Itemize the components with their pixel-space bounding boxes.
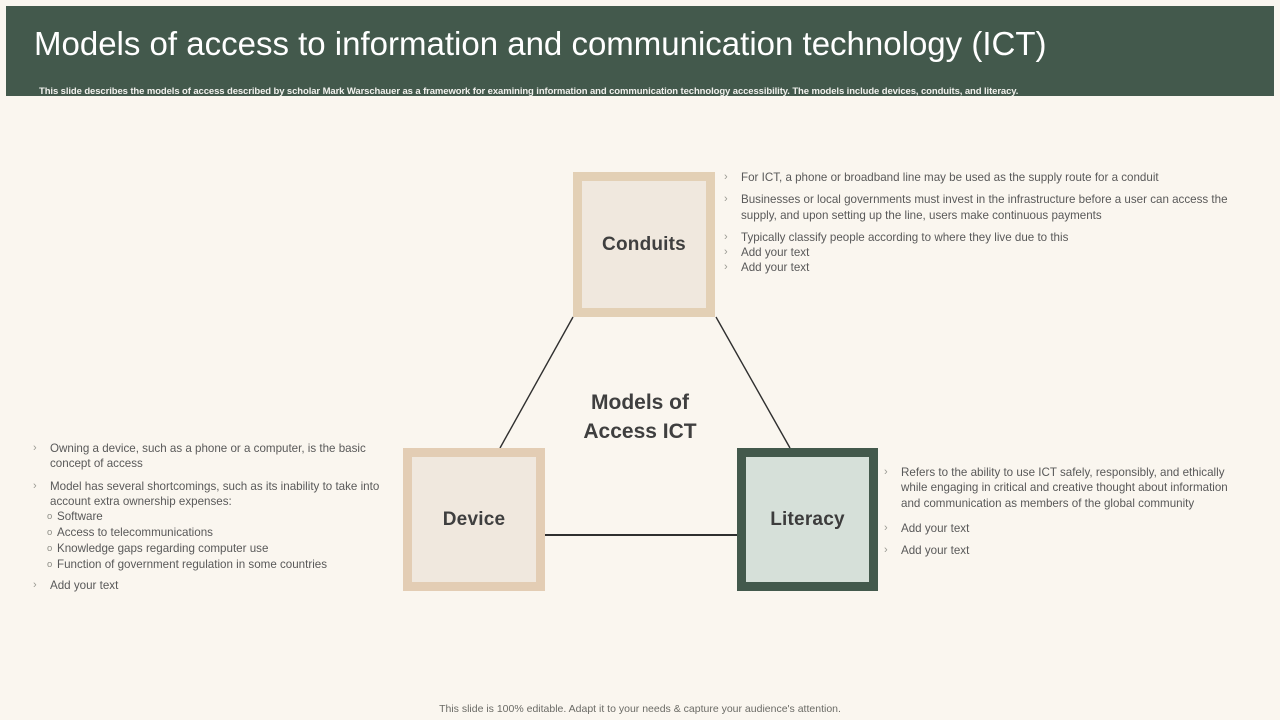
list-item[interactable]: o Software <box>33 509 393 525</box>
list-item[interactable]: o Access to telecommunications <box>33 525 393 541</box>
list-item-text: Access to telecommunications <box>57 526 213 540</box>
slide-header: Models of access to information and comm… <box>6 6 1274 97</box>
chevron-bullet-icon: › <box>884 521 888 534</box>
node-literacy-label: Literacy <box>770 508 845 530</box>
center-label-line1: Models of <box>591 391 689 414</box>
device-sub-bullet-list: o Software o Access to telecommunication… <box>33 509 393 573</box>
list-item[interactable]: › Add your text <box>724 260 1246 275</box>
page-title: Models of access to information and comm… <box>34 25 1047 62</box>
list-item-text: For ICT, a phone or broadband line may b… <box>741 171 1159 184</box>
list-item[interactable]: › Add your text <box>884 521 1249 536</box>
list-item-text: Typically classify people according to w… <box>741 230 1069 244</box>
list-item[interactable]: o Function of government regulation in s… <box>33 557 393 573</box>
list-item-text: Add your text <box>50 579 119 593</box>
chevron-bullet-icon: › <box>724 230 728 243</box>
chevron-bullet-icon: › <box>33 579 37 592</box>
list-item-text: Owning a device, such as a phone or a co… <box>50 442 366 471</box>
node-device-label: Device <box>442 508 506 530</box>
chevron-bullet-icon: › <box>884 544 888 557</box>
conduits-bullet-list: › For ICT, a phone or broadband line may… <box>724 170 1246 276</box>
list-item[interactable]: › Owning a device, such as a phone or a … <box>33 441 393 472</box>
list-item-text: Function of government regulation in som… <box>57 558 328 572</box>
chevron-bullet-icon: › <box>724 193 728 206</box>
list-item-text: Add your text <box>741 246 810 260</box>
list-item[interactable]: o Knowledge gaps regarding computer use <box>33 541 393 557</box>
circle-bullet-icon: o <box>47 559 53 571</box>
list-item[interactable]: › Typically classify people according to… <box>724 230 1246 245</box>
diagram-center-label: Models of Access ICT <box>540 388 740 446</box>
list-item[interactable]: › Businesses or local governments must i… <box>724 192 1246 223</box>
chevron-bullet-icon: › <box>33 479 37 492</box>
chevron-bullet-icon: › <box>724 171 728 183</box>
chevron-bullet-icon: › <box>33 442 37 454</box>
list-item-text: Add your text <box>741 261 810 275</box>
circle-bullet-icon: o <box>47 527 53 539</box>
list-item-text: Model has several shortcomings, such as … <box>50 479 380 508</box>
list-item-text: Software <box>57 510 103 524</box>
circle-bullet-icon: o <box>47 543 53 555</box>
node-conduits-label: Conduits <box>602 233 686 255</box>
footer-note: This slide is 100% editable. Adapt it to… <box>439 703 841 715</box>
list-item[interactable]: › Refers to the ability to use ICT safel… <box>884 465 1249 511</box>
node-device[interactable]: Device <box>403 448 545 591</box>
chevron-bullet-icon: › <box>724 246 728 259</box>
circle-bullet-icon: o <box>47 511 53 523</box>
literacy-bullet-list: › Refers to the ability to use ICT safel… <box>884 465 1249 565</box>
center-label-line2: Access ICT <box>583 420 697 443</box>
list-item[interactable]: › Add your text <box>884 543 1249 558</box>
header-subtitle: This slide describes the models of acces… <box>39 86 1019 97</box>
device-bullet-list: › Owning a device, such as a phone or a … <box>33 441 393 593</box>
chevron-bullet-icon: › <box>884 466 888 478</box>
chevron-bullet-icon: › <box>724 261 728 274</box>
node-literacy[interactable]: Literacy <box>737 448 878 591</box>
list-item-text: Add your text <box>901 521 970 535</box>
list-item[interactable]: › Add your text <box>724 245 1246 260</box>
node-conduits[interactable]: Conduits <box>573 172 715 317</box>
list-item[interactable]: › Model has several shortcomings, such a… <box>33 479 393 510</box>
list-item-text: Knowledge gaps regarding computer use <box>57 542 269 556</box>
list-item[interactable]: › For ICT, a phone or broadband line may… <box>724 170 1246 185</box>
list-item-text: Add your text <box>901 544 970 558</box>
list-item-text: Refers to the ability to use ICT safely,… <box>901 466 1228 510</box>
list-item[interactable]: › Add your text <box>33 578 393 593</box>
list-item-text: Businesses or local governments must inv… <box>741 193 1228 222</box>
